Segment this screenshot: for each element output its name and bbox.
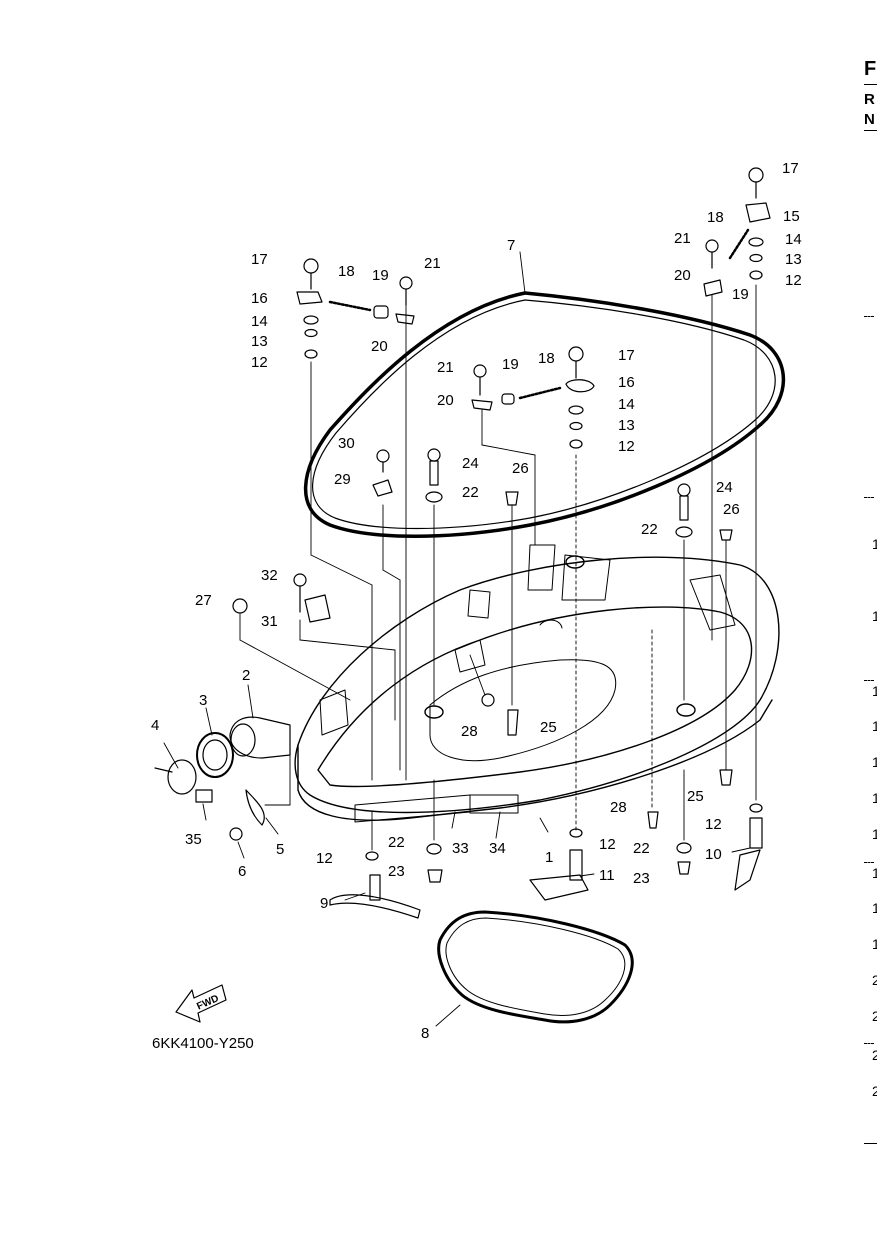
callout-24: 24: [462, 455, 479, 472]
callout-19: 19: [372, 267, 389, 284]
callout-2: 2: [242, 667, 250, 684]
callout-16: 16: [251, 290, 268, 307]
callout-23: 23: [388, 863, 405, 880]
callout-18: 18: [707, 209, 724, 226]
edge-row-n: N: [864, 111, 875, 128]
callout-23: 23: [633, 870, 650, 887]
callout-16: 16: [618, 374, 635, 391]
callout-33: 33: [452, 840, 469, 857]
callout-20: 20: [674, 267, 691, 284]
callout-32: 32: [261, 567, 278, 584]
callout-12: 12: [599, 836, 616, 853]
callout-22: 22: [388, 834, 405, 851]
callout-20: 20: [371, 338, 388, 355]
callout-3: 3: [199, 692, 207, 709]
callout-22: 22: [633, 840, 650, 857]
edge-divider: [864, 316, 874, 317]
callout-21: 21: [674, 230, 691, 247]
callout-13: 13: [618, 417, 635, 434]
callout-15: 15: [783, 208, 800, 225]
callout-14: 14: [785, 231, 802, 248]
edge-divider: [864, 1043, 874, 1044]
edge-index-digit: 2: [872, 1083, 877, 1099]
callout-31: 31: [261, 613, 278, 630]
callout-34: 34: [489, 840, 506, 857]
edge-index-digit: 2: [872, 972, 877, 988]
callout-24: 24: [716, 479, 733, 496]
callout-labels: 1 2 3 4 5 6 7 8 9 10 11 12 12 12 12 12 1…: [151, 160, 802, 1042]
edge-index-digit: 1: [872, 754, 877, 770]
callout-18: 18: [338, 263, 355, 280]
callout-28: 28: [610, 799, 627, 816]
callout-10: 10: [705, 846, 722, 863]
bottom-cowling: [294, 544, 780, 823]
callout-9: 9: [320, 895, 328, 912]
edge-divider: [864, 680, 874, 681]
callout-26: 26: [512, 460, 529, 477]
callout-14: 14: [251, 313, 268, 330]
callout-7: 7: [507, 237, 515, 254]
callout-14: 14: [618, 396, 635, 413]
edge-index-digit: 1: [872, 790, 877, 806]
callout-22: 22: [641, 521, 658, 538]
edge-title-initial: F: [864, 58, 877, 80]
callout-21: 21: [424, 255, 441, 272]
callout-4: 4: [151, 717, 159, 734]
callout-35: 35: [185, 831, 202, 848]
edge-row-r: R: [864, 91, 875, 108]
callout-19: 19: [502, 356, 519, 373]
edge-index-digit: 1: [872, 826, 877, 842]
edge-index-digit: 1: [872, 683, 877, 699]
lower-seal-ring: [437, 910, 634, 1024]
fwd-arrow-icon: [175, 984, 227, 1023]
callout-17: 17: [618, 347, 635, 364]
edge-divider: [864, 130, 877, 131]
edge-index-digit: 2: [872, 1008, 877, 1024]
edge-divider: [864, 862, 874, 863]
edge-index-digit: 1: [872, 865, 877, 881]
callout-18: 18: [538, 350, 555, 367]
callout-12: 12: [618, 438, 635, 455]
callout-21: 21: [437, 359, 454, 376]
callout-29: 29: [334, 471, 351, 488]
callout-25: 25: [687, 788, 704, 805]
edge-index-digit: 1: [872, 608, 877, 624]
callout-12: 12: [705, 816, 722, 833]
edge-divider: [864, 84, 877, 85]
callout-17: 17: [251, 251, 268, 268]
drawing-code: 6KK4100-Y250: [152, 1035, 254, 1052]
callout-leaders: [163, 251, 751, 1027]
edge-index-digit: 2: [872, 1047, 877, 1063]
edge-divider: [864, 497, 874, 498]
edge-divider: [864, 1143, 877, 1144]
callout-11: 11: [599, 867, 615, 884]
callout-28: 28: [461, 723, 478, 740]
callout-12: 12: [251, 354, 268, 371]
fastener-parts: [154, 167, 771, 919]
callout-22: 22: [462, 484, 479, 501]
callout-8: 8: [421, 1025, 429, 1042]
guide-lines: [239, 284, 757, 851]
callout-12: 12: [316, 850, 333, 867]
callout-1: 1: [545, 849, 553, 866]
callout-12: 12: [785, 272, 802, 289]
edge-index-digit: 1: [872, 718, 877, 734]
callout-5: 5: [276, 841, 284, 858]
callout-27: 27: [195, 592, 212, 609]
callout-19: 19: [732, 286, 749, 303]
callout-13: 13: [251, 333, 268, 350]
callout-25: 25: [540, 719, 557, 736]
edge-index-digit: 1: [872, 936, 877, 952]
callout-20: 20: [437, 392, 454, 409]
callout-17: 17: [782, 160, 799, 177]
edge-index-digit: 1: [872, 536, 877, 552]
callout-30: 30: [338, 435, 355, 452]
callout-26: 26: [723, 501, 740, 518]
callout-6: 6: [238, 863, 246, 880]
callout-13: 13: [785, 251, 802, 268]
top-seal-ring: [303, 291, 786, 538]
edge-index-digit: 1: [872, 900, 877, 916]
